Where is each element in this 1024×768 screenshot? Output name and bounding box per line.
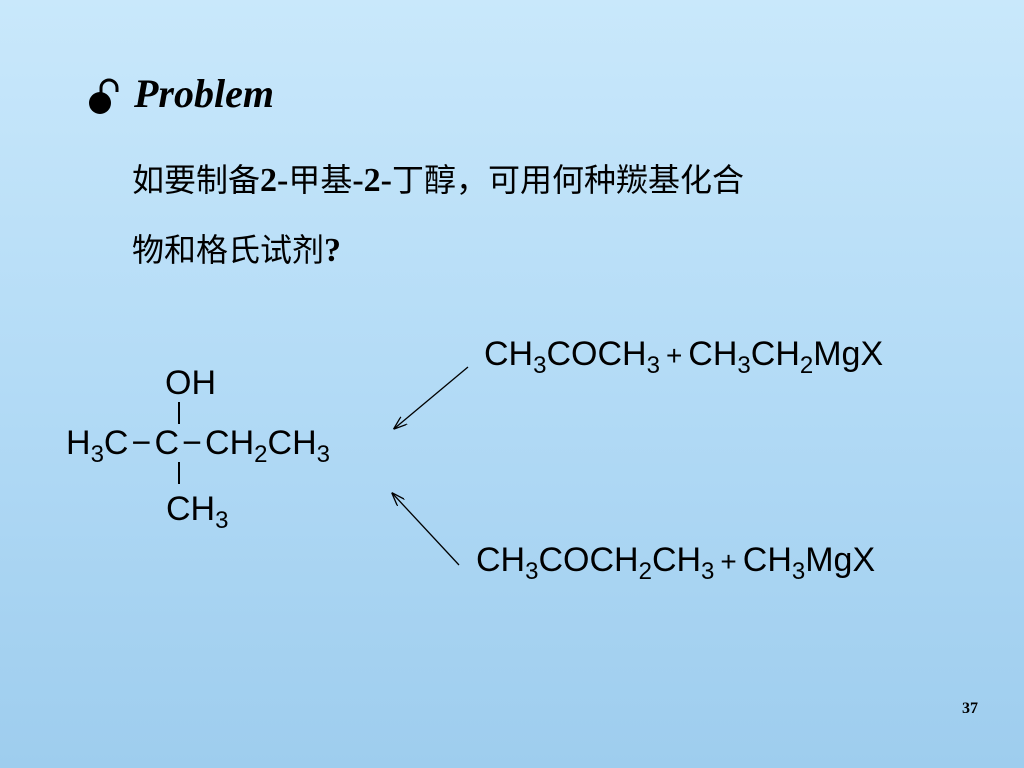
question-line-1: 如要制备2-甲基-2-丁醇，可用何种羰基化合 [132,161,745,199]
route-2-reagents: CH3COCH2CH3+CH3MgX [476,541,876,585]
route-1-reagents: CH3COCH3+CH3CH2MgX [484,335,884,379]
page-number: 37 [962,700,978,717]
plus-sign: + [720,546,737,577]
route-1-ketone: CH3COCH3 [484,335,660,379]
slide-title: Problem [134,71,274,116]
ethyl-group: CH2CH3 [205,424,330,468]
route-2-arrow [393,494,460,566]
route-1-grignard: CH3CH2MgX [688,335,884,379]
right-bond: − [182,424,202,462]
central-carbon: C [154,424,180,462]
open-padlock-icon [89,78,119,114]
bottom-methyl-group: CH3 [166,490,229,534]
question-line-2: 物和格氏试剂? [132,231,342,269]
hydroxyl-group: OH [165,364,216,402]
route-2-grignard: CH3MgX [742,541,876,585]
left-bond: − [131,424,152,462]
plus-sign: + [665,340,683,371]
route-1-arrow [395,366,469,428]
left-methyl-group: H3C [66,424,129,468]
product-main-chain: H3C−C−CH2CH3 [66,424,330,468]
bond-to-methyl [178,462,180,484]
route-2-ketone: CH3COCH2CH3 [476,541,715,585]
bond-to-hydroxyl [178,402,180,424]
